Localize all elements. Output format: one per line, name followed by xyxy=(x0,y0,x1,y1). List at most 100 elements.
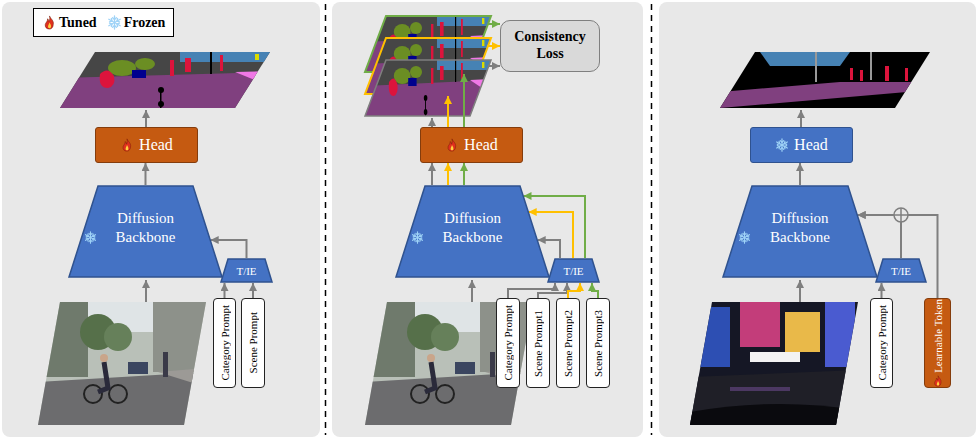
node-text: T/IE xyxy=(236,265,256,277)
connector-arrow xyxy=(568,283,580,298)
connector-arrow xyxy=(145,163,147,185)
drawing-part xyxy=(780,141,784,143)
node-text: Head xyxy=(464,136,498,154)
connector-arrow xyxy=(224,283,226,298)
node-text: Diffusion Backbone xyxy=(427,209,518,247)
drawing-part xyxy=(85,232,96,243)
drawing-part xyxy=(145,110,147,127)
node-text: Consistency Loss xyxy=(509,29,591,63)
drawing-part xyxy=(451,145,454,150)
node-text: Head xyxy=(794,136,828,154)
snow-icon-holder xyxy=(775,138,789,152)
input-image xyxy=(38,302,858,425)
drawing-part xyxy=(108,16,121,29)
connector-arrow xyxy=(463,163,465,185)
snowflake-icon xyxy=(107,15,122,30)
drawing-part xyxy=(86,235,96,241)
drawing-part xyxy=(800,110,802,127)
drawing-part xyxy=(448,139,456,151)
trapezoid-fill xyxy=(876,259,926,282)
snow-icon-holder xyxy=(738,231,751,244)
trapezoid-fill xyxy=(69,186,222,277)
head-box: Head xyxy=(750,127,853,163)
drawing-part xyxy=(109,19,112,23)
drawing-part xyxy=(487,45,500,47)
drawing-part xyxy=(86,234,89,238)
connector-arrow xyxy=(538,283,567,298)
drawing-part xyxy=(746,237,749,241)
legend-item: Frozen xyxy=(107,15,166,31)
connector-arrow xyxy=(592,283,598,298)
drawing-part xyxy=(112,25,116,27)
segmentation-map xyxy=(60,16,930,116)
prompt-box: Category Prompt xyxy=(496,298,520,388)
drawing-part xyxy=(365,60,491,116)
node-text: T/IE xyxy=(891,265,911,277)
drawing-part xyxy=(85,233,96,242)
token-box: Learnable Token xyxy=(924,298,951,388)
flow-arrow xyxy=(146,24,801,302)
drawing-part xyxy=(89,240,92,242)
drawing-part xyxy=(743,233,746,235)
drawing-part xyxy=(416,240,419,242)
prompt-box: Scene Prompt3 xyxy=(586,298,610,388)
backbone-trapezoid: Diffusion Backbone xyxy=(68,185,223,278)
drawing-part xyxy=(419,237,422,241)
drawing-part xyxy=(116,19,119,23)
prompt-box: Scene Prompt xyxy=(241,298,265,388)
drawing-part xyxy=(109,22,112,26)
flame-icon xyxy=(42,15,57,30)
drawing-part xyxy=(413,234,416,238)
snow-icon-holder xyxy=(107,15,122,30)
drawing-part xyxy=(92,234,95,238)
drawing-part xyxy=(780,148,784,150)
encoder-trapezoid: T/IE xyxy=(875,258,927,283)
drawing-part xyxy=(116,22,119,26)
snowflake-icon xyxy=(775,138,789,152)
drawing-part xyxy=(86,237,89,241)
drawing-part xyxy=(412,233,423,242)
drawing-part xyxy=(659,2,976,437)
drawing-part xyxy=(413,237,416,241)
connector-arrow xyxy=(252,283,254,298)
node-text: Scene Prompt1 xyxy=(532,310,544,377)
drawing-part xyxy=(365,60,491,116)
connector-arrow xyxy=(508,283,555,298)
node-text: Category Prompt xyxy=(219,305,231,380)
drawing-part xyxy=(413,235,423,241)
snowflake-icon xyxy=(84,231,97,244)
drawing-part xyxy=(89,233,92,235)
snowflake-icon xyxy=(411,231,424,244)
drawing-part xyxy=(720,52,930,108)
drawing-part xyxy=(108,18,121,28)
legend-text: Tuned xyxy=(59,15,97,31)
prompt-box: Scene Prompt1 xyxy=(526,298,550,388)
flame-icon xyxy=(120,138,134,152)
drawing-part xyxy=(86,235,96,241)
flame-icon xyxy=(445,138,459,152)
drawing-part xyxy=(332,2,643,437)
drawing-part xyxy=(48,23,51,29)
snow-icon-holder xyxy=(411,231,424,244)
drawing-part xyxy=(123,139,131,151)
node-text: Diffusion Backbone xyxy=(100,209,191,247)
drawing-part xyxy=(776,139,788,151)
drawing-part xyxy=(108,19,119,26)
drawing-part xyxy=(740,234,743,238)
drawing-part xyxy=(447,96,449,127)
drawing-part xyxy=(776,140,788,149)
drawing-part xyxy=(934,376,941,387)
backbone-trapezoid: Diffusion Backbone xyxy=(722,185,878,278)
encoder-trapezoid: T/IE xyxy=(547,258,600,283)
drawing-part xyxy=(776,140,788,149)
drawing-part xyxy=(739,232,750,243)
flame-icon-holder xyxy=(120,138,134,152)
prompt-box: Scene Prompt2 xyxy=(556,298,580,388)
drawing-part xyxy=(740,237,743,241)
head-box: Head xyxy=(420,127,523,163)
connector-arrow xyxy=(799,163,801,185)
drawing-part xyxy=(777,142,788,148)
flame-icon-holder xyxy=(932,375,944,387)
connector-arrow xyxy=(211,240,247,258)
